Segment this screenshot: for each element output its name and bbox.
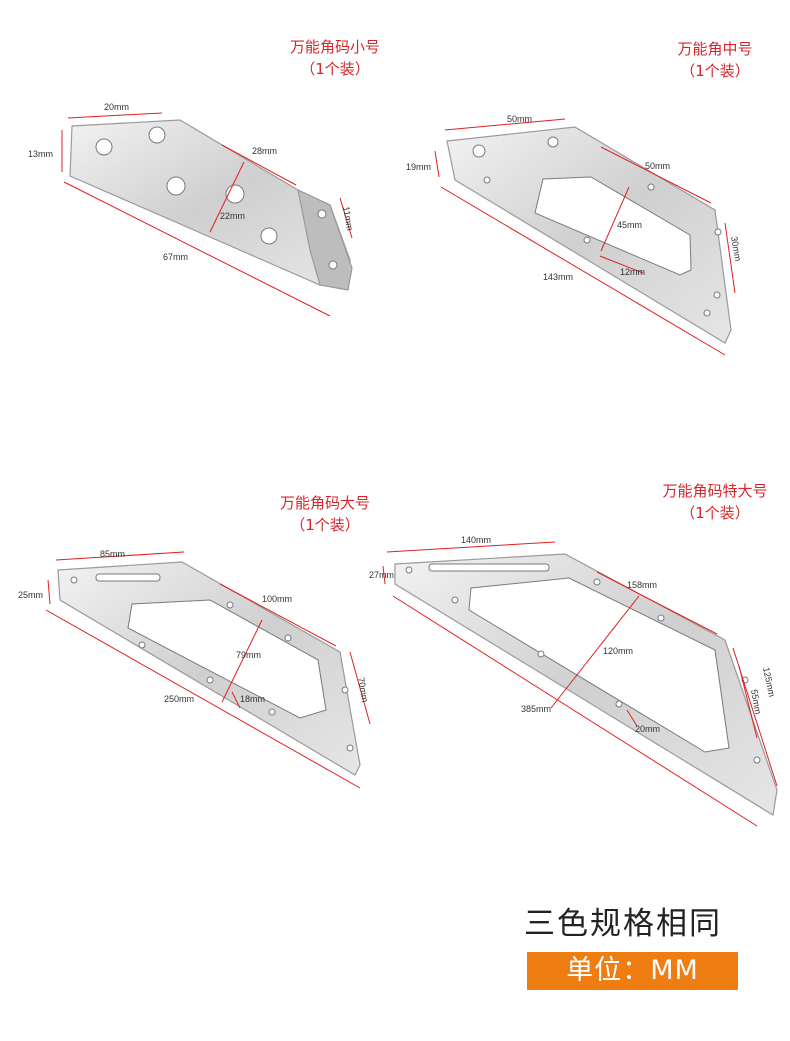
dim-label: 140mm <box>461 535 491 545</box>
bracket-cutout <box>534 176 692 276</box>
dim-label: 67mm <box>163 252 188 262</box>
dim-label: 143mm <box>543 272 573 282</box>
slot <box>428 563 550 572</box>
same-spec-note: 三色规格相同 <box>524 906 722 942</box>
hole <box>138 641 146 649</box>
dim-label: 250mm <box>164 694 194 704</box>
bracket-flange <box>297 188 353 291</box>
hole <box>593 578 601 586</box>
hole <box>206 676 214 684</box>
hole <box>547 136 559 148</box>
hole <box>284 634 292 642</box>
bracket-small-diagram: 20mm 13mm 28mm 22mm 11mm 67mm <box>28 102 355 317</box>
dim-label: 45mm <box>617 220 642 230</box>
bracket-medium-diagram: 50mm 19mm 50mm 45mm 12mm 30mm 143mm <box>406 114 743 356</box>
dim-label: 50mm <box>507 114 532 124</box>
bracket-xlarge-diagram: 140mm 27mm 158mm 120mm 20mm 55mm 125mm 3… <box>369 535 778 827</box>
hole <box>483 176 491 184</box>
hole <box>260 227 278 245</box>
product-title-xlarge: 万能角码特大号 （1个装） <box>640 480 790 524</box>
product-name: 万能角码大号 <box>279 494 370 512</box>
product-qty: （1个装） <box>300 60 370 78</box>
unit-badge: 单位：MM <box>527 952 738 990</box>
dim-label: 55mm <box>749 689 763 715</box>
product-qty: （1个装） <box>680 62 750 80</box>
product-name: 万能角码特大号 <box>662 482 768 500</box>
dim-label: 70mm <box>356 677 370 703</box>
dim-label: 12mm <box>620 267 645 277</box>
hole <box>166 176 186 196</box>
dim-label: 125mm <box>761 666 777 697</box>
hole <box>70 576 78 584</box>
hole <box>537 650 545 658</box>
dim-label: 20mm <box>635 724 660 734</box>
product-qty: （1个装） <box>290 516 360 534</box>
product-title-large: 万能角码大号 （1个装） <box>265 492 385 536</box>
dim-label: 30mm <box>729 236 743 262</box>
hole <box>346 744 354 752</box>
hole <box>226 601 234 609</box>
bracket-cutout <box>127 599 327 719</box>
dim-label: 79mm <box>236 650 261 660</box>
dim-label: 50mm <box>645 161 670 171</box>
dim-label: 11mm <box>341 206 355 232</box>
dim-label: 22mm <box>220 211 245 221</box>
product-name: 万能角中号 <box>677 40 753 58</box>
hole <box>95 138 113 156</box>
bracket-large-diagram: 85mm 25mm 100mm 79mm 18mm 70mm 250mm <box>18 549 371 789</box>
dim-label: 13mm <box>28 149 53 159</box>
dim-label: 27mm <box>369 570 394 580</box>
bracket-plate <box>69 119 351 286</box>
hole <box>472 144 486 158</box>
dim-label: 120mm <box>603 646 633 656</box>
hole <box>703 309 711 317</box>
hole <box>317 209 327 219</box>
dim-label: 25mm <box>18 590 43 600</box>
dim-label: 18mm <box>240 694 265 704</box>
bracket-cutout <box>468 577 730 753</box>
hole <box>647 183 655 191</box>
product-title-medium: 万能角中号 （1个装） <box>665 38 765 82</box>
dim-label: 158mm <box>627 580 657 590</box>
hole <box>148 126 166 144</box>
hole <box>714 228 722 236</box>
dim-label: 385mm <box>521 704 551 714</box>
dim-label: 28mm <box>252 146 277 156</box>
hole <box>583 236 591 244</box>
product-qty: （1个装） <box>680 504 750 522</box>
dim-label: 100mm <box>262 594 292 604</box>
slot <box>95 573 161 582</box>
dim-label: 20mm <box>104 102 129 112</box>
dim-label: 19mm <box>406 162 431 172</box>
hole <box>615 700 623 708</box>
hole <box>268 708 276 716</box>
hole <box>713 291 721 299</box>
hole <box>341 686 349 694</box>
product-title-small: 万能角码小号 （1个装） <box>275 36 395 80</box>
hole <box>328 260 338 270</box>
hole <box>753 756 761 764</box>
hole <box>451 596 459 604</box>
dim-label: 85mm <box>100 549 125 559</box>
hole <box>657 614 665 622</box>
hole <box>405 566 413 574</box>
product-name: 万能角码小号 <box>289 38 380 56</box>
